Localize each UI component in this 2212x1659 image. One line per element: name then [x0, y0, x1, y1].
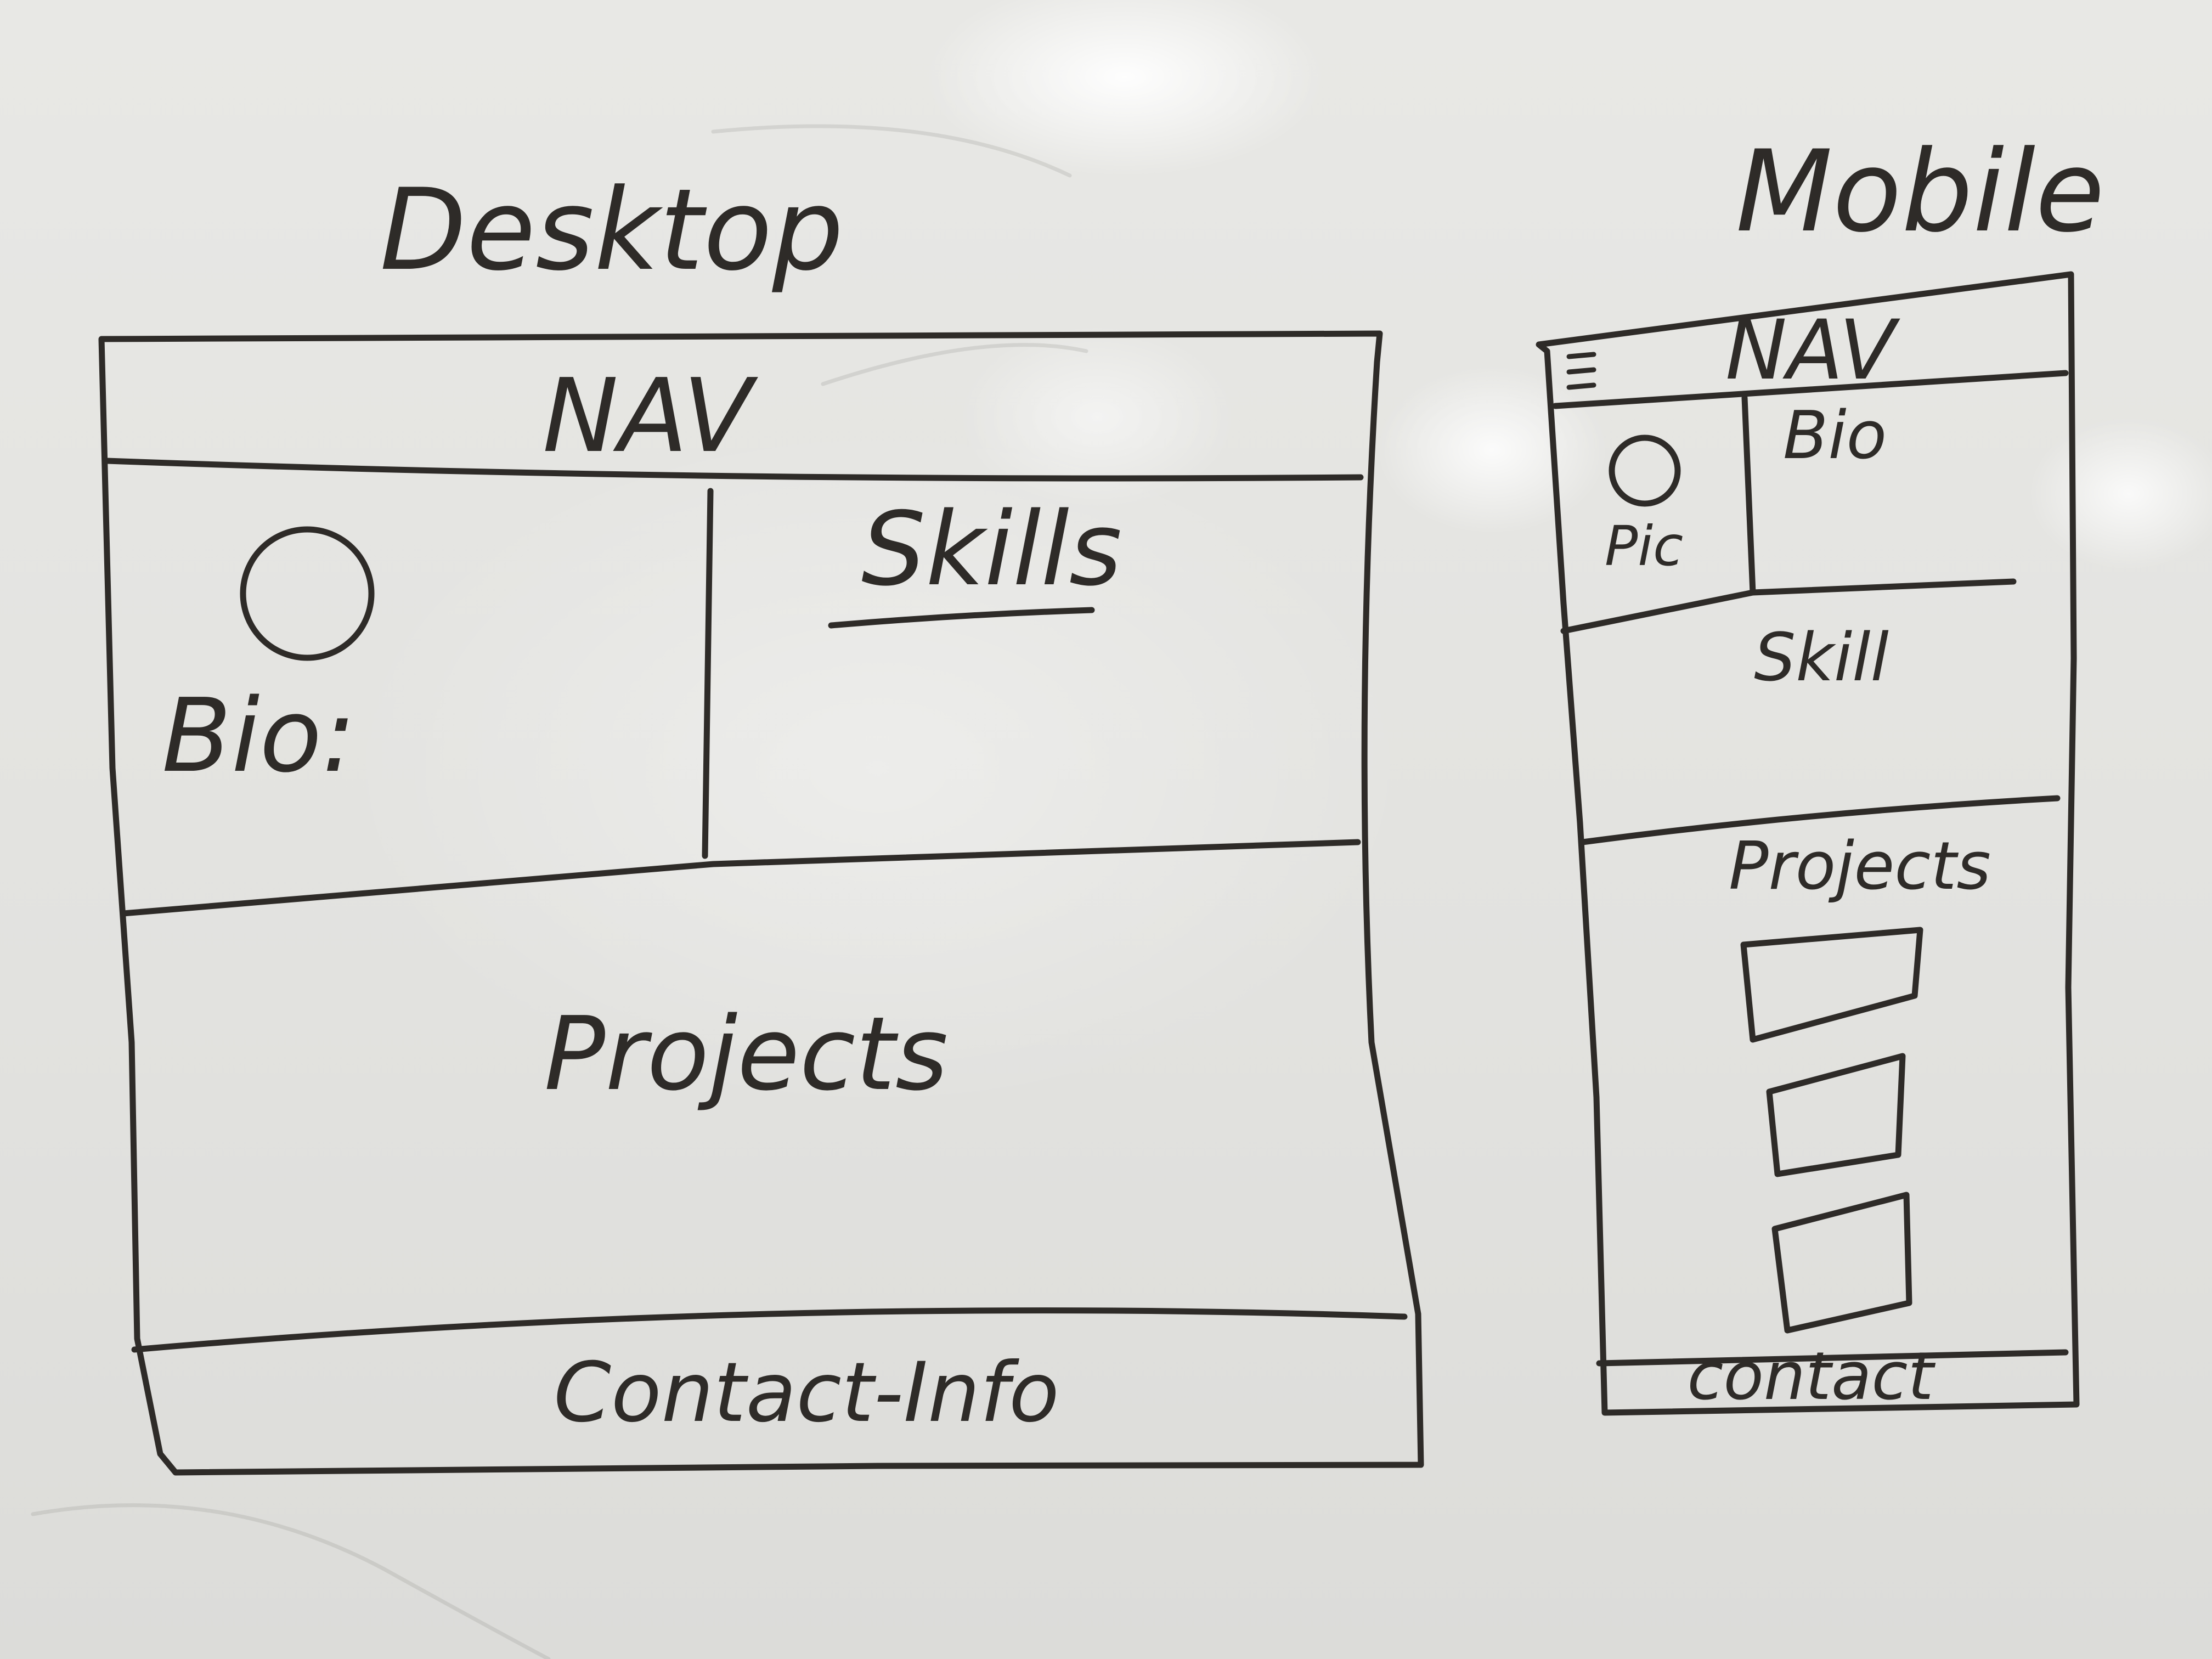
mobile-project-card: [1740, 927, 1923, 1043]
mobile-pic-bio-divider: [1741, 394, 1756, 596]
desktop-bio-skills-divider: [702, 488, 714, 859]
mobile-skill-label: Skill: [1754, 620, 1889, 696]
mobile-bio-row-divider: [1560, 578, 2017, 634]
desktop-nav-label: NAV: [543, 357, 759, 475]
mobile-pic-label: Pic: [1605, 514, 1683, 578]
mobile-contact-label: contact: [1687, 1339, 1936, 1415]
mobile-wireframe: Mobile NAV Pic Bio Skill Projects contac…: [1536, 127, 2104, 1416]
desktop-title: Desktop: [380, 165, 843, 296]
mobile-bio-label: Bio: [1783, 398, 1887, 474]
desktop-skills-underline: [828, 607, 1095, 629]
desktop-contact-label: Contact-Info: [554, 1345, 1059, 1441]
mobile-project-card: [1771, 1192, 1912, 1334]
mobile-frame: [1536, 271, 2080, 1416]
desktop-frame: [98, 330, 1424, 1476]
desktop-nav-divider: [104, 458, 1364, 482]
desktop-profile-picture: [240, 526, 375, 661]
mobile-contact-divider: [1596, 1349, 2069, 1367]
desktop-skills-label: Skills: [861, 490, 1122, 608]
mobile-project-card: [1766, 1053, 1906, 1177]
mobile-profile-picture: [1609, 435, 1681, 507]
mobile-projects-label: Projects: [1729, 828, 1991, 905]
desktop-projects-label: Projects: [544, 995, 949, 1113]
desktop-bio-label: Bio:: [162, 676, 356, 795]
mobile-skill-divider: [1579, 795, 2061, 845]
desktop-wireframe: Desktop NAV Bio: Skills Projects Contact…: [98, 165, 1424, 1476]
mobile-nav-label: NAV: [1725, 303, 1900, 398]
desktop-projects-top-divider: [120, 839, 1361, 917]
desktop-contact-divider: [131, 1307, 1408, 1353]
hamburger-menu-icon: [1566, 352, 1596, 390]
mobile-title: Mobile: [1736, 127, 2104, 257]
eraser-smudges: [31, 124, 1088, 1659]
mobile-nav-divider: [1552, 370, 2069, 409]
